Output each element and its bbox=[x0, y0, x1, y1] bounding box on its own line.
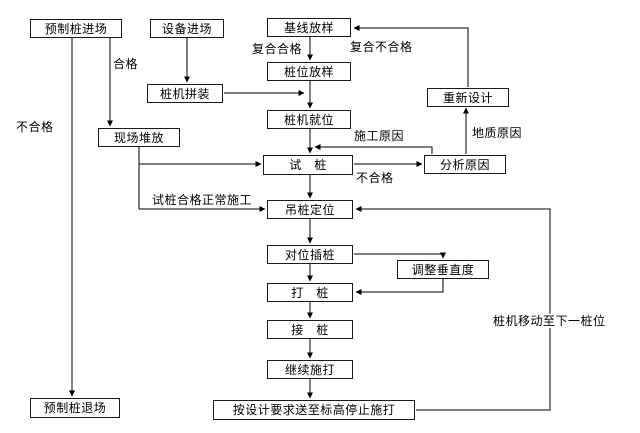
node-continue-driving: 继续施打 bbox=[267, 360, 353, 379]
edge-label-qualified: 合格 bbox=[113, 57, 139, 71]
edge-label-unqualified-entry: 不合格 bbox=[16, 120, 54, 134]
node-site-stacking: 现场堆放 bbox=[98, 128, 180, 147]
edge-label-test-pile-qualified-normal: 试桩合格正常施工 bbox=[152, 193, 253, 207]
edge-label-recheck-qualified: 复合合格 bbox=[252, 42, 303, 56]
node-pile-driving: 打 桩 bbox=[267, 283, 353, 302]
edge-label-construction-reason: 施工原因 bbox=[354, 129, 405, 143]
node-pile-machine-assembly: 桩机拼装 bbox=[147, 84, 223, 103]
node-align-insert-pile: 对位插桩 bbox=[267, 245, 353, 264]
node-test-pile: 试 桩 bbox=[263, 155, 353, 175]
node-precast-pile-exit: 预制桩退场 bbox=[30, 398, 120, 418]
node-pile-machine-in-place: 桩机就位 bbox=[267, 110, 351, 129]
node-analyze-reason: 分析原因 bbox=[424, 155, 506, 174]
edge-label-unqualified-test: 不合格 bbox=[356, 171, 394, 185]
node-pile-position-setout: 桩位放样 bbox=[267, 62, 351, 81]
node-hoist-pile-position: 吊桩定位 bbox=[267, 200, 353, 219]
edge-label-geological-reason: 地质原因 bbox=[471, 126, 524, 140]
node-redesign: 重新设计 bbox=[427, 88, 509, 107]
node-drive-to-elevation-stop: 按设计要求送至标高停止施打 bbox=[213, 400, 415, 420]
node-baseline-setout: 基线放样 bbox=[267, 18, 351, 37]
node-pile-splicing: 接 桩 bbox=[267, 320, 353, 339]
edge-label-recheck-unqualified: 复合不合格 bbox=[350, 40, 413, 54]
node-precast-pile-entry: 预制桩进场 bbox=[30, 19, 122, 38]
edge-label-machine-move-to-next-pile: 桩机移动至下一桩位 bbox=[492, 314, 607, 328]
node-adjust-verticality: 调整垂直度 bbox=[397, 260, 489, 279]
node-equipment-entry: 设备进场 bbox=[150, 19, 224, 38]
